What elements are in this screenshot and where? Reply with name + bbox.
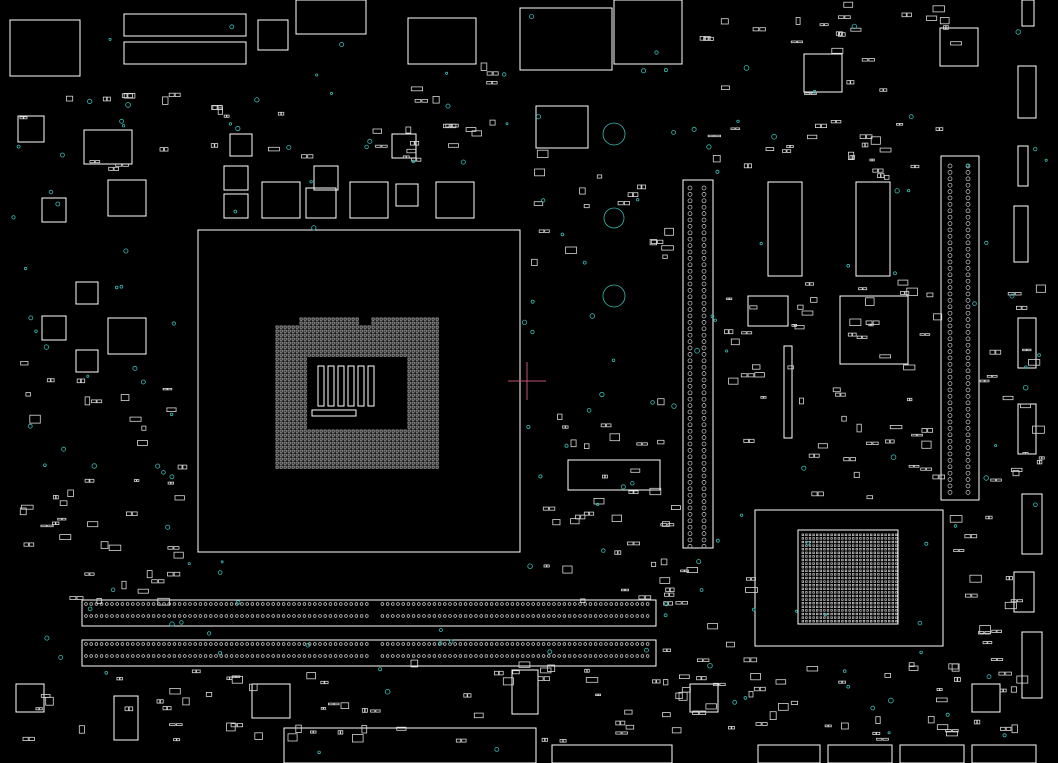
- cpu-center-pads: [311, 365, 375, 417]
- expansion-slots[interactable]: [81, 599, 657, 667]
- bottom-headers[interactable]: [15, 669, 1037, 763]
- rear-io-top-left[interactable]: [9, 0, 683, 165]
- cpu-pin-field: [275, 317, 439, 469]
- super-io-chips[interactable]: [567, 27, 979, 491]
- vrm-components[interactable]: [17, 115, 475, 373]
- slot-pin-rows: [84, 602, 650, 658]
- mounting-holes: [602, 122, 626, 308]
- vertical-header-center[interactable]: [682, 179, 714, 549]
- vertical-header-right[interactable]: [940, 155, 980, 501]
- slot-1[interactable]: [81, 599, 657, 627]
- component-scatter: [19, 1, 1046, 743]
- slot-2[interactable]: [81, 639, 657, 667]
- cpu-socket-outline: [197, 229, 521, 553]
- cpu-socket[interactable]: [197, 229, 521, 553]
- crosshair-cursor: [508, 362, 546, 400]
- via-scatter: [11, 14, 1048, 755]
